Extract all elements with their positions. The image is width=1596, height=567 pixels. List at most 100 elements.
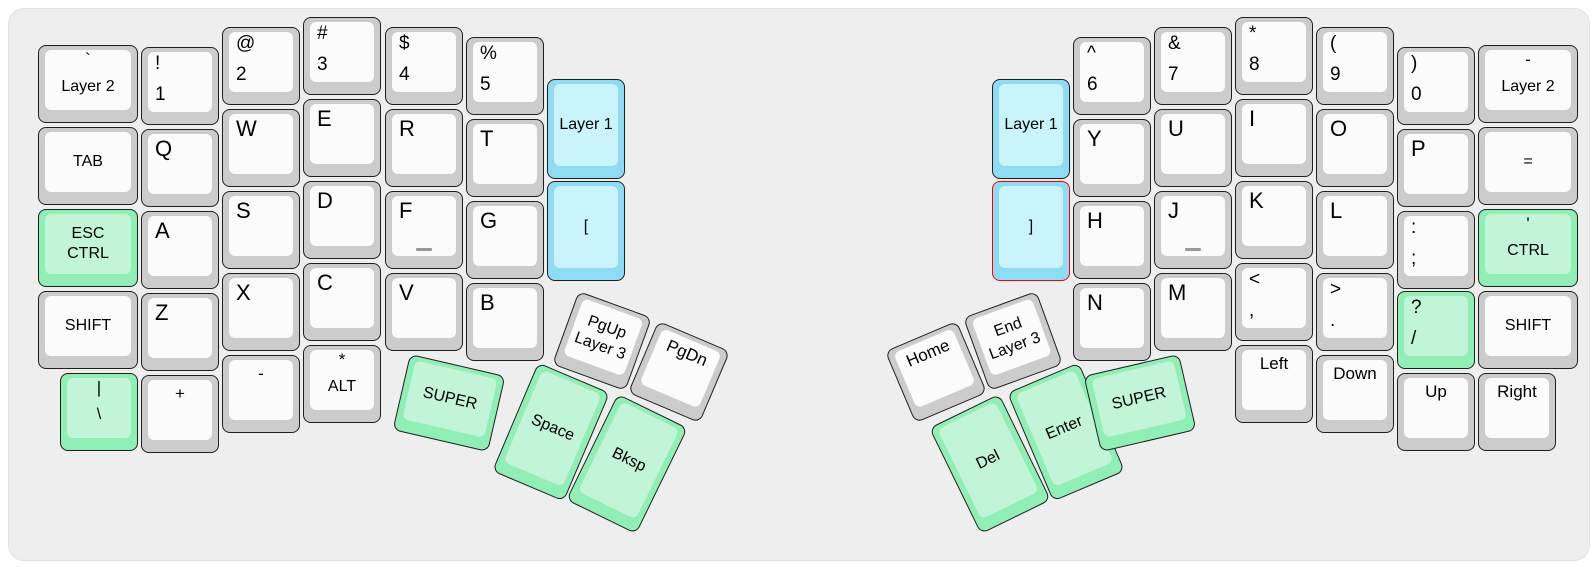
key-label: $ (399, 33, 410, 54)
key-7[interactable]: &7 (1154, 27, 1232, 105)
key-label: SHIFT (1504, 317, 1552, 334)
key-label: N (1087, 290, 1103, 315)
key-layer2-left[interactable]: `Layer 2 (38, 45, 138, 123)
key-super-right[interactable]: SUPER (1083, 353, 1197, 453)
key-y[interactable]: Y (1073, 119, 1151, 197)
key-f[interactable]: F (385, 191, 463, 269)
key-n[interactable]: N (1073, 283, 1151, 361)
key-0[interactable]: )0 (1397, 47, 1475, 125)
key-1[interactable]: !1 (141, 47, 219, 125)
key-comma[interactable]: <, (1235, 263, 1313, 341)
key-arrow-down[interactable]: Down (1316, 355, 1394, 433)
key-o[interactable]: O (1316, 109, 1394, 187)
key-9[interactable]: (9 (1316, 27, 1394, 105)
key-a[interactable]: A (141, 211, 219, 289)
key-left-bracket[interactable]: [ (547, 181, 625, 281)
key-label-group: TAB (45, 153, 131, 171)
key-w[interactable]: W (222, 109, 300, 187)
key-2[interactable]: @2 (222, 27, 300, 105)
key-3[interactable]: #3 (303, 17, 381, 95)
keycap-top: &7 (1161, 32, 1225, 92)
key-super-left[interactable]: SUPER (392, 353, 506, 453)
keycap-top: Up (1404, 378, 1468, 438)
key-tab[interactable]: TAB (38, 127, 138, 205)
keycap-top: = (1485, 132, 1571, 192)
keycap-top: ] (999, 186, 1063, 268)
keycap-top: PgDn (639, 328, 722, 409)
key-quote-ctrl[interactable]: 'CTRL (1478, 209, 1578, 287)
key-shift-right[interactable]: SHIFT (1478, 291, 1578, 369)
key-s[interactable]: S (222, 191, 300, 269)
key-h[interactable]: H (1073, 201, 1151, 279)
key-alt[interactable]: *ALT (303, 345, 381, 423)
keycap-top: >. (1323, 278, 1387, 338)
key-label: CTRL (67, 245, 109, 262)
key-label: L (1330, 198, 1343, 223)
keycap-top: *ALT (310, 350, 374, 410)
key-arrow-left[interactable]: Left (1235, 345, 1313, 423)
keycap-top: A (148, 216, 212, 276)
key-layer1-right[interactable]: Layer 1 (992, 79, 1070, 179)
key-label: A (155, 218, 170, 243)
key-p[interactable]: P (1397, 129, 1475, 207)
key-l[interactable]: L (1316, 191, 1394, 269)
key-arrow-right[interactable]: Right (1478, 373, 1556, 451)
key-minus[interactable]: - (222, 355, 300, 433)
key-label: G (480, 208, 498, 233)
key-i[interactable]: I (1235, 99, 1313, 177)
key-label: B (480, 290, 495, 315)
key-j[interactable]: J (1154, 191, 1232, 269)
key-label: ; (1411, 248, 1417, 269)
key-arrow-up[interactable]: Up (1397, 373, 1475, 451)
key-e[interactable]: E (303, 99, 381, 177)
key-6[interactable]: ^6 (1073, 37, 1151, 115)
key-r[interactable]: R (385, 109, 463, 187)
key-k[interactable]: K (1235, 181, 1313, 259)
keycap-top: C (310, 268, 374, 328)
key-u[interactable]: U (1154, 109, 1232, 187)
key-5[interactable]: %5 (466, 37, 544, 115)
key-semicolon[interactable]: :; (1397, 211, 1475, 289)
key-x[interactable]: X (222, 273, 300, 351)
key-equals[interactable]: = (1478, 127, 1578, 205)
keycap-top: SHIFT (45, 296, 131, 356)
key-label: W (236, 116, 257, 141)
key-label: D (317, 188, 333, 213)
key-layer1-left[interactable]: Layer 1 (547, 79, 625, 179)
key-right-bracket[interactable]: ] (992, 181, 1070, 281)
key-g[interactable]: G (466, 201, 544, 279)
key-layer2-right[interactable]: -Layer 2 (1478, 45, 1578, 123)
key-d[interactable]: D (303, 181, 381, 259)
key-v[interactable]: V (385, 273, 463, 351)
key-4[interactable]: $4 (385, 27, 463, 105)
key-t[interactable]: T (466, 119, 544, 197)
keycap-top: ^6 (1080, 42, 1144, 102)
key-period[interactable]: >. (1316, 273, 1394, 351)
key-m[interactable]: M (1154, 273, 1232, 351)
key-label: R (399, 116, 415, 141)
key-pipe-backslash[interactable]: |\ (60, 373, 138, 451)
keycap-top: Left (1242, 350, 1306, 410)
key-c[interactable]: C (303, 263, 381, 341)
key-label: # (317, 23, 328, 44)
keycap-top: Y (1080, 124, 1144, 184)
keycap-top: `Layer 2 (45, 50, 131, 110)
key-z[interactable]: Z (141, 293, 219, 371)
key-shift-left[interactable]: SHIFT (38, 291, 138, 369)
key-plus[interactable]: + (141, 375, 219, 453)
keycap-top: *8 (1242, 22, 1306, 82)
key-slash[interactable]: ?/ (1397, 291, 1475, 369)
key-b[interactable]: B (466, 283, 544, 361)
key-8[interactable]: *8 (1235, 17, 1313, 95)
key-q[interactable]: Q (141, 129, 219, 207)
key-label: J (1168, 198, 1179, 223)
keycap-top: J (1161, 196, 1225, 256)
key-label-group: Space (520, 408, 586, 450)
keycap-top: I (1242, 104, 1306, 164)
key-label: Z (155, 300, 169, 325)
key-label: \ (96, 406, 102, 423)
keycap-top: T (473, 124, 537, 184)
